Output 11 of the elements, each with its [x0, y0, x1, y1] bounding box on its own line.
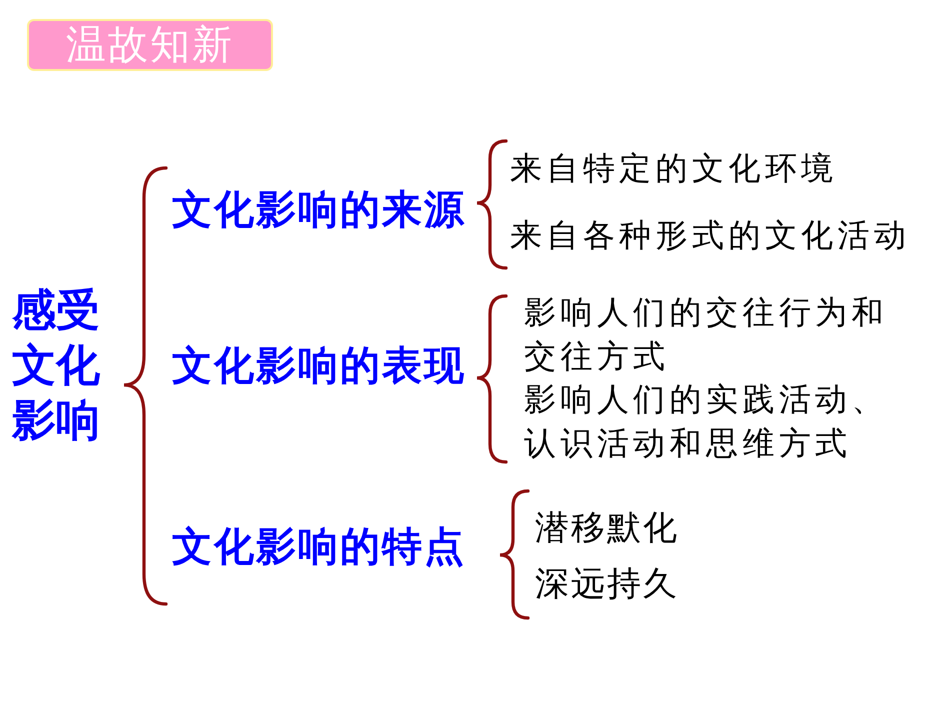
detail-text: 来自各种形式的文化活动: [510, 215, 912, 256]
detail-text: 潜移默化: [535, 507, 679, 550]
branch-heading: 文化影响的来源: [172, 186, 466, 234]
detail-text: 影响人们的交往行为和交往方式: [524, 292, 889, 377]
detail-text: 深远持久: [535, 563, 679, 606]
detail-text: 来自特定的文化环境: [510, 148, 839, 189]
detail-text: 影响人们的实践活动、认识活动和思维方式: [524, 379, 889, 464]
topic-text: 感受文化影响: [12, 284, 101, 448]
branch-heading: 文化影响的表现: [172, 342, 466, 390]
branch-heading: 文化影响的特点: [172, 523, 466, 571]
heading-banner: 温故知新: [27, 19, 273, 71]
